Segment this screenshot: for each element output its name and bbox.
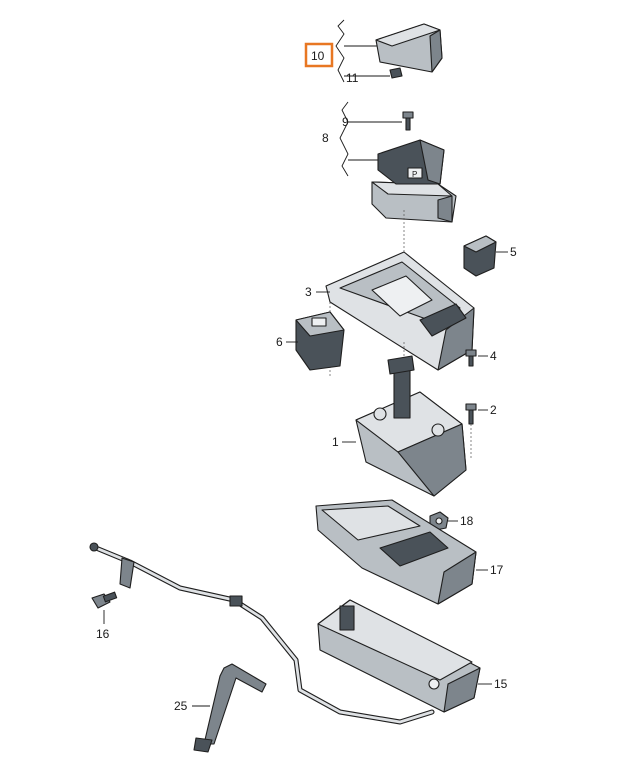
part-15-base-plate — [317, 599, 481, 713]
callout-11: 11 — [346, 71, 359, 85]
brace-group-10 — [335, 19, 345, 83]
callout-1: 1 — [332, 435, 339, 449]
callout-9: 9 — [342, 115, 349, 129]
part-17-lower-mount — [315, 499, 477, 605]
part-9-screw — [402, 111, 414, 131]
callout-25: 25 — [174, 699, 188, 713]
callout-15: 15 — [494, 677, 508, 691]
part-10-knob-cover — [375, 23, 443, 73]
callout-8: 8 — [322, 131, 329, 145]
svg-text:P: P — [412, 170, 417, 179]
part-8-selector-knob: P — [371, 139, 457, 223]
callout-17: 17 — [490, 563, 504, 577]
part-5-push-button — [463, 235, 497, 277]
part-4-screw — [465, 349, 477, 367]
part-1-selector-mechanism — [355, 355, 467, 497]
part-6-switch-module — [295, 311, 345, 371]
callout-3: 3 — [305, 285, 312, 299]
part-2-screw — [465, 403, 477, 425]
part-11-clip — [389, 67, 403, 79]
part-16-bolt — [91, 591, 118, 609]
part-3-gate-cover — [325, 251, 475, 371]
part-25-bracket — [193, 663, 267, 753]
callout-6: 6 — [276, 335, 283, 349]
callout-16: 16 — [96, 627, 110, 641]
callout-2: 2 — [490, 403, 497, 417]
part-18-nut — [429, 511, 449, 531]
callout-18: 18 — [460, 514, 474, 528]
callout-10: 10 — [311, 49, 325, 63]
callout-4: 4 — [490, 349, 497, 363]
highlight-box-10 — [304, 42, 334, 68]
callout-5: 5 — [510, 245, 517, 259]
brace-group-8 — [339, 101, 349, 177]
